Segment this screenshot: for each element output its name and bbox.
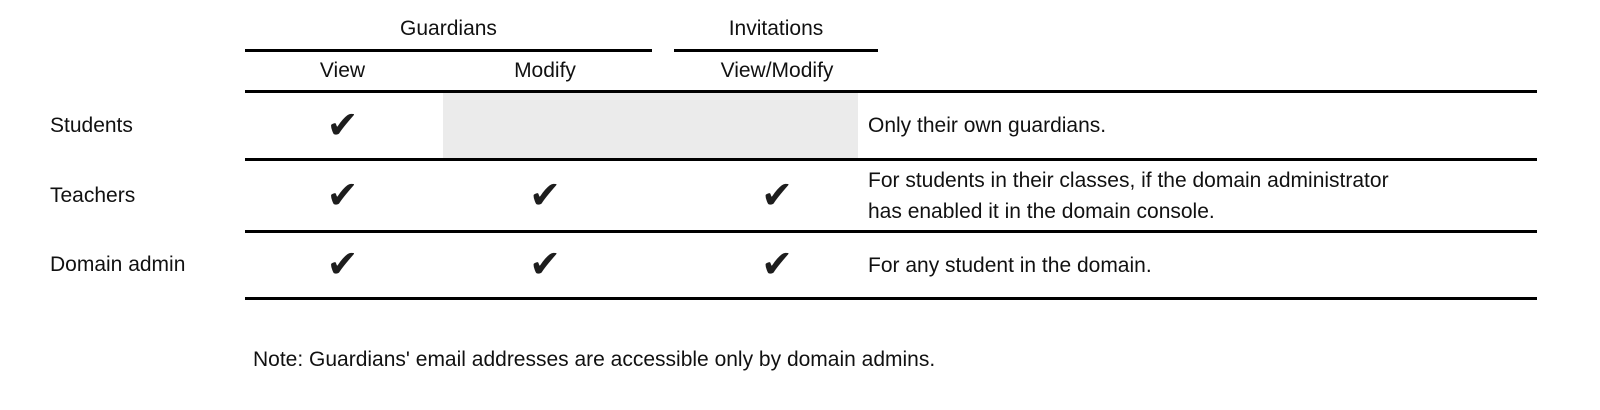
note-teachers: For students in their classes, if the do… (868, 161, 1528, 230)
row-label-teachers: Teachers (50, 183, 136, 207)
note-line: For any student in the domain. (868, 253, 1152, 277)
check-icon: ✔ (326, 244, 359, 286)
check-icon: ✔ (761, 174, 793, 217)
empty-cell (665, 93, 889, 158)
empty-cell (440, 93, 650, 158)
note-line: has enabled it in the domain console. (868, 199, 1215, 223)
row-divider (245, 158, 1537, 161)
row-label-students: Students (50, 113, 133, 137)
note-line: For students in their classes, if the do… (868, 168, 1389, 192)
header-rule (245, 90, 1537, 93)
footnote: Note: Guardians' email addresses are acc… (253, 348, 936, 371)
note-domain-admin: For any student in the domain. (868, 233, 1528, 297)
students-no-access-shaded-cell (443, 93, 858, 158)
check-icon: ✔ (326, 174, 359, 217)
check-icon: ✔ (529, 174, 561, 217)
row-label-domain-admin: Domain admin (50, 253, 186, 276)
table-bottom-rule (245, 297, 1537, 300)
check-icon: ✔ (529, 244, 561, 286)
group-header-guardians: Guardians (400, 17, 497, 40)
check-icon: ✔ (326, 104, 359, 147)
column-header-view: View (319, 59, 366, 82)
note-students: Only their own guardians. (868, 93, 1528, 158)
check-icon: ✔ (761, 244, 793, 286)
row-divider (245, 230, 1537, 233)
group-header-invitations: Invitations (728, 17, 824, 40)
column-header-view-modify: View/Modify (720, 59, 834, 82)
guardians-group-underline (245, 49, 652, 52)
note-line: Only their own guardians. (868, 114, 1107, 137)
column-header-modify: Modify (514, 59, 576, 82)
invitations-group-underline (674, 49, 878, 52)
